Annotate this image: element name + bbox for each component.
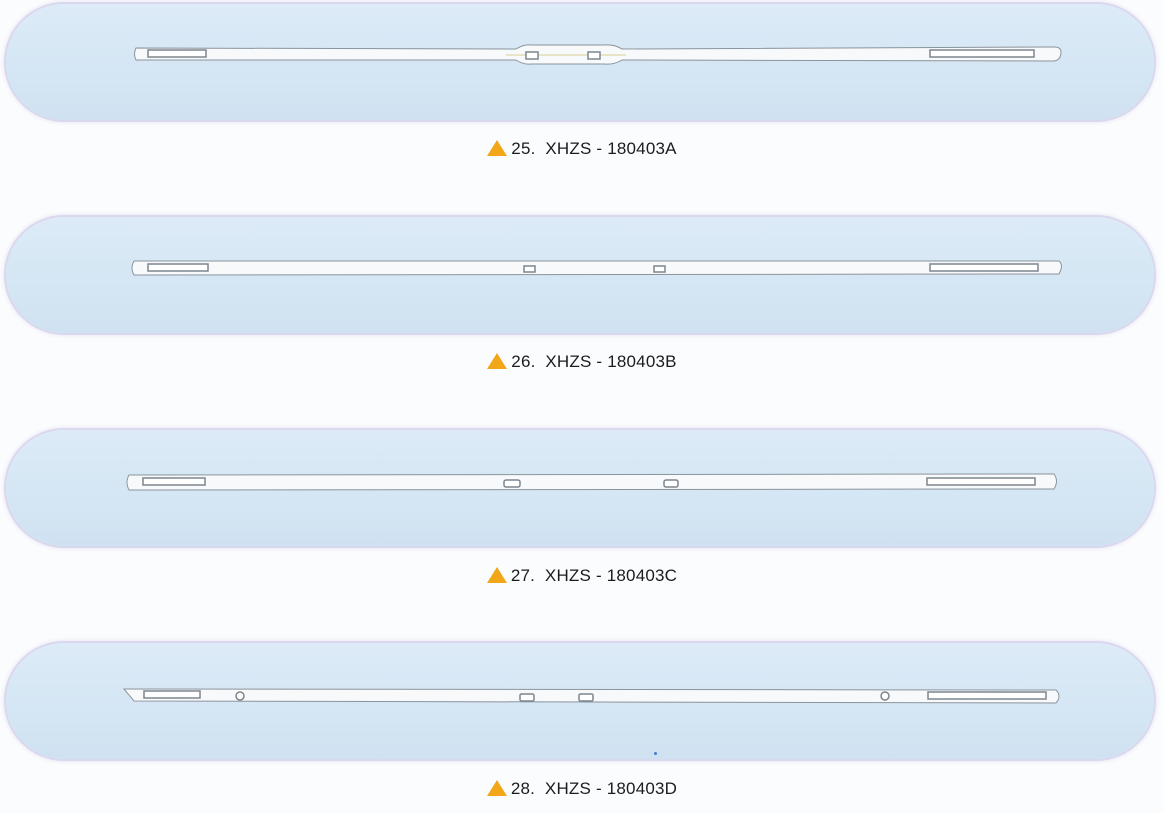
part-caption: 27. XHZS - 180403C <box>0 564 1164 588</box>
part-number-label: 27. XHZS - 180403C <box>510 566 678 585</box>
part-caption: 28. XHZS - 180403D <box>0 777 1164 801</box>
part-number-label: 26. XHZS - 180403B <box>511 352 677 371</box>
orange-triangle-icon <box>487 140 508 156</box>
part-number-label: 25. XHZS - 180403A <box>511 139 677 158</box>
dust-speck <box>654 752 657 755</box>
steel-strip-part-photo <box>131 260 1062 276</box>
part-photo-panel <box>6 217 1154 333</box>
steel-strip-part-photo <box>122 688 1060 704</box>
part-caption: 26. XHZS - 180403B <box>0 350 1164 374</box>
steel-strip-part-photo <box>134 44 1062 65</box>
part-photo-panel <box>6 4 1154 120</box>
part-photo-panel <box>6 643 1154 759</box>
part-caption: 25. XHZS - 180403A <box>0 137 1164 161</box>
orange-triangle-icon <box>486 567 507 583</box>
steel-strip-part-photo <box>126 473 1057 491</box>
orange-triangle-icon <box>486 780 507 796</box>
part-number-label: 28. XHZS - 180403D <box>510 779 678 798</box>
orange-triangle-icon <box>487 353 508 369</box>
part-photo-panel <box>6 430 1154 546</box>
